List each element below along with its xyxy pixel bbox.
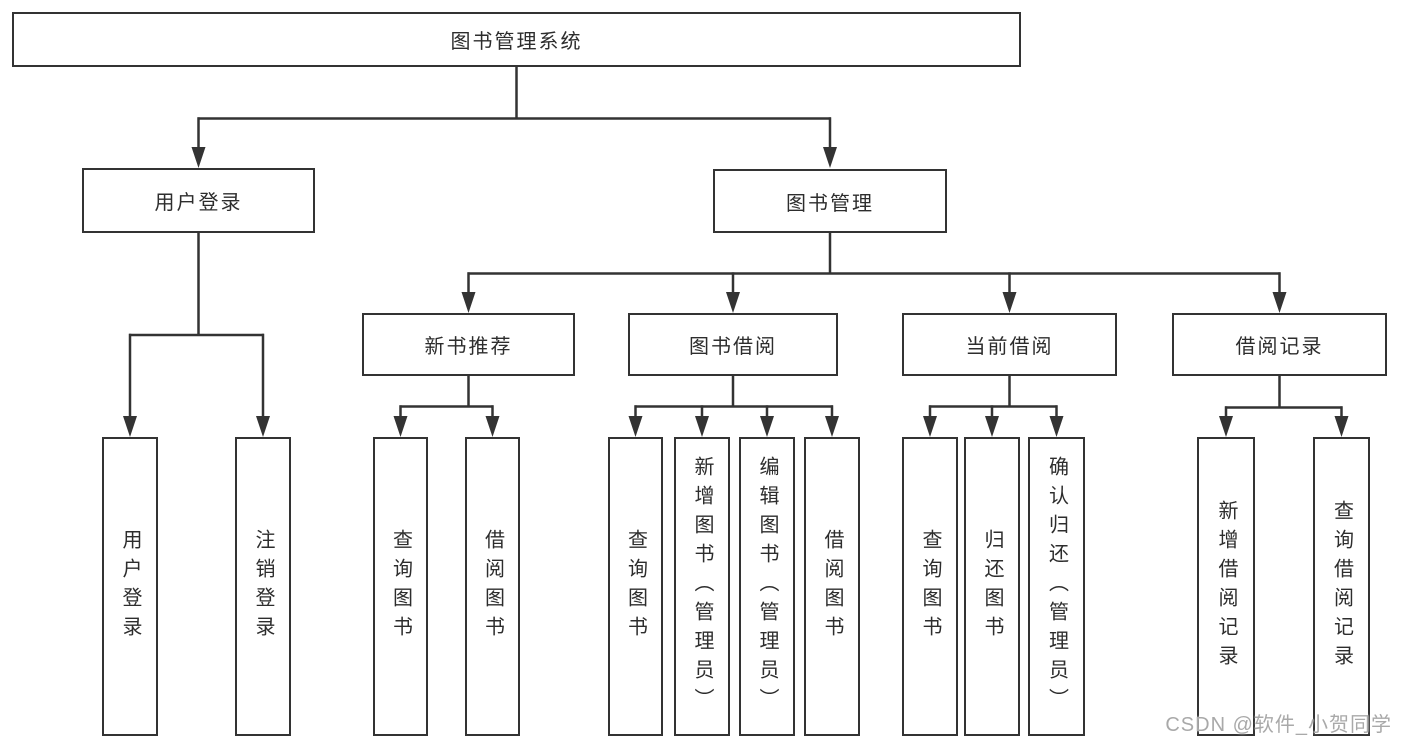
node-label: 编辑图书（管理员） (756, 456, 778, 717)
leaf-add-borrow-record: 新增借阅记录 (1197, 437, 1255, 736)
leaf-query-books-borrow: 查询图书 (608, 437, 663, 736)
leaf-confirm-return-admin: 确认归还（管理员） (1028, 437, 1085, 736)
edges-new-book-rec-to-leaves (393, 376, 500, 437)
node-book-borrow: 图书借阅 (628, 313, 838, 376)
node-label: 注销登录 (252, 528, 274, 645)
leaf-query-books-current: 查询图书 (902, 437, 958, 736)
edges-current-borrow-to-leaves (923, 376, 1064, 437)
node-label: 用户登录 (154, 192, 243, 214)
leaf-borrow-books-rec: 借阅图书 (465, 437, 520, 736)
leaf-user-login: 用户登录 (102, 437, 158, 736)
node-label: 图书管理 (786, 192, 874, 215)
node-label: 当前借阅 (965, 336, 1054, 358)
node-label: 新书推荐 (424, 336, 513, 358)
node-borrow-record: 借阅记录 (1172, 313, 1387, 376)
leaf-logout-login: 注销登录 (235, 437, 291, 736)
node-user-login: 用户登录 (82, 168, 315, 233)
node-book-mgmt: 图书管理 (713, 169, 947, 233)
node-label: 新增借阅记录 (1215, 499, 1237, 674)
node-label: 图书管理系统 (450, 31, 583, 53)
leaf-edit-books-admin: 编辑图书（管理员） (739, 437, 795, 736)
edges-book-mgmt-to-level3 (461, 233, 1287, 313)
leaf-add-books-admin: 新增图书（管理员） (674, 437, 730, 736)
node-label: 查询图书 (624, 528, 647, 645)
node-label: 新增图书（管理员） (691, 456, 713, 717)
node-new-book-rec: 新书推荐 (362, 313, 575, 376)
edges-root-to-level2 (191, 67, 837, 168)
edges-user-login-to-leaves (123, 233, 270, 437)
node-label: 借阅图书 (821, 528, 843, 645)
leaf-query-borrow-record: 查询借阅记录 (1313, 437, 1370, 736)
node-root-library-system: 图书管理系统 (12, 12, 1021, 67)
node-label: 查询图书 (389, 528, 412, 645)
edges-borrow-record-to-leaves (1219, 376, 1349, 437)
node-label: 图书借阅 (689, 336, 777, 358)
node-label: 归还图书 (981, 528, 1003, 645)
edges-book-borrow-to-leaves (628, 376, 839, 437)
node-label: 查询图书 (919, 528, 941, 645)
node-label: 确认归还（管理员） (1045, 456, 1068, 717)
node-label: 借阅图书 (481, 528, 504, 645)
csdn-watermark: CSDN @软件_小贺同学 (1165, 714, 1392, 736)
node-current-borrow: 当前借阅 (902, 313, 1117, 376)
leaf-return-books: 归还图书 (964, 437, 1020, 736)
node-label: 借阅记录 (1235, 336, 1324, 358)
leaf-borrow-books: 借阅图书 (804, 437, 860, 736)
node-label: 用户登录 (119, 528, 141, 645)
node-label: 查询借阅记录 (1330, 499, 1353, 674)
leaf-query-books-rec: 查询图书 (373, 437, 428, 736)
